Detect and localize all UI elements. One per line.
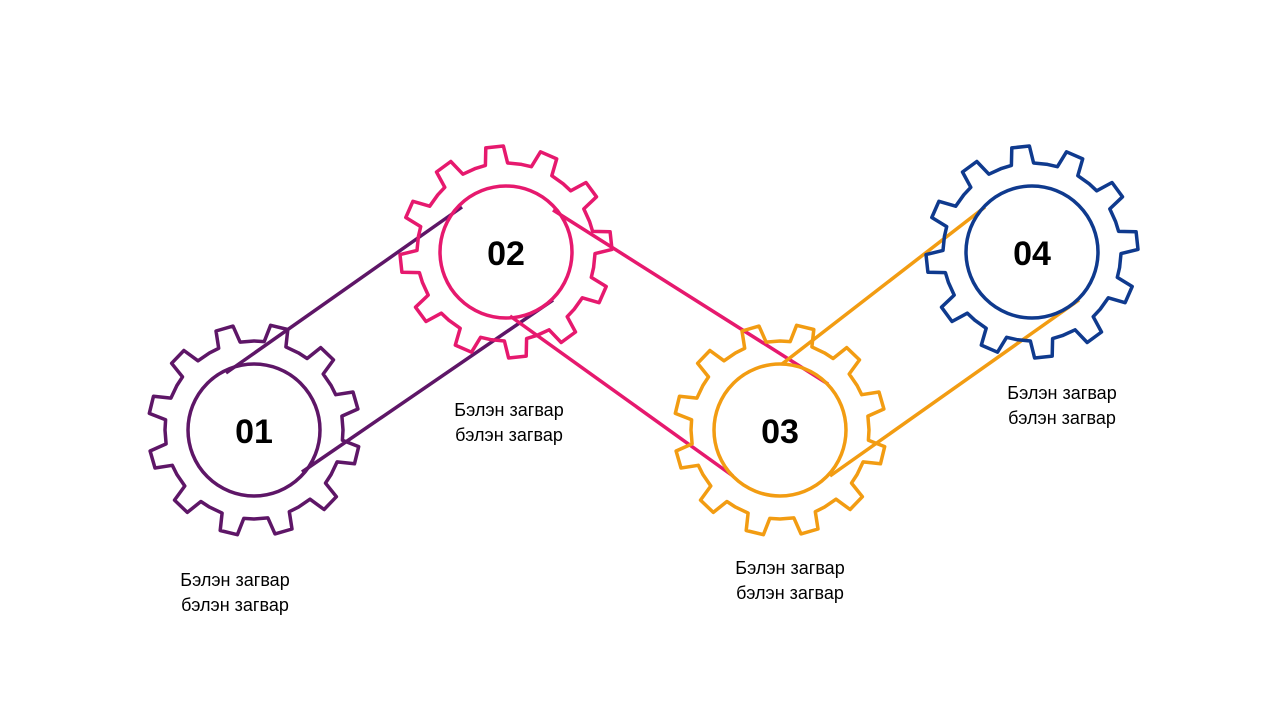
step-04-caption-line2: бэлэн загвар: [1008, 408, 1116, 428]
gear-03-number: 03: [761, 413, 799, 451]
belt-02-03-lower: [508, 314, 735, 478]
gear-03-hub: [712, 362, 848, 498]
belt-03-04-upper: [780, 205, 987, 366]
belt-01-02: [224, 205, 554, 474]
gear-03: 03: [673, 323, 887, 537]
gear-03-cog-icon: [673, 323, 887, 537]
gear-04-number: 04: [1013, 235, 1051, 273]
step-02-caption-line2: бэлэн загвар: [455, 425, 563, 445]
step-01-caption: Бэлэн загвар бэлэн загвар: [135, 568, 335, 618]
belt-03-04: [780, 205, 1081, 478]
gear-04: 04: [924, 144, 1140, 360]
step-03-caption-line2: бэлэн загвар: [736, 583, 844, 603]
gear-04-hub: [964, 184, 1100, 320]
gear-02-number: 02: [487, 235, 525, 273]
gear-01: 01: [147, 323, 361, 537]
step-04-caption-line1: Бэлэн загвар: [1007, 383, 1117, 403]
gear-02: 02: [398, 144, 614, 360]
step-02-caption: Бэлэн загвар бэлэн загвар: [409, 398, 609, 448]
belt-02-03-upper: [552, 208, 829, 386]
gear-02-hub: [438, 184, 574, 320]
step-01-caption-line1: Бэлэн загвар: [180, 570, 290, 590]
step-03-caption-line1: Бэлэн загвар: [735, 558, 845, 578]
belt-02-03: [508, 208, 829, 478]
step-01-caption-line2: бэлэн загвар: [181, 595, 289, 615]
belt-01-02-upper: [224, 205, 464, 375]
belt-01-02-lower: [301, 298, 554, 474]
gear-04-cog-icon: [924, 144, 1140, 360]
step-02-caption-line1: Бэлэн загвар: [454, 400, 564, 420]
step-03-caption: Бэлэн загвар бэлэн загвар: [690, 556, 890, 606]
gear-01-number: 01: [235, 413, 273, 451]
belt-03-04-lower: [828, 298, 1081, 478]
gear-01-hub: [186, 362, 322, 498]
gear-02-cog-icon: [398, 144, 614, 360]
gear-01-cog-icon: [147, 323, 361, 537]
step-04-caption: Бэлэн загвар бэлэн загвар: [962, 381, 1162, 431]
